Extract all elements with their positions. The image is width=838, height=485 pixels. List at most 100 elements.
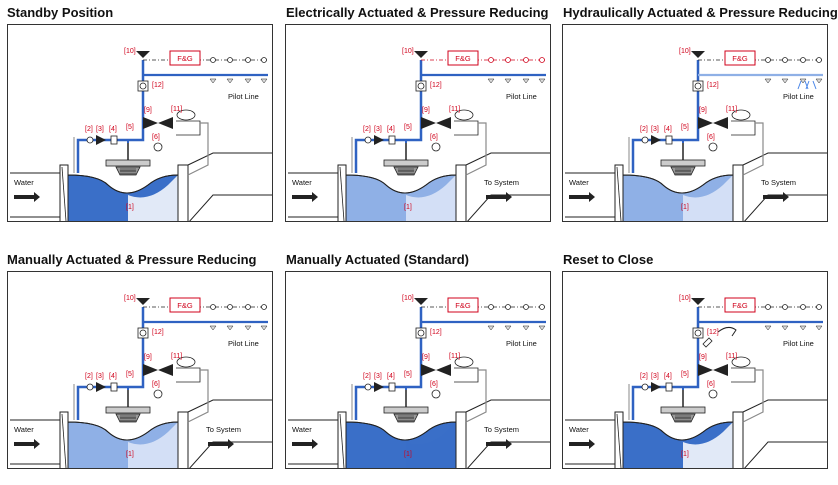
restriction-icon bbox=[665, 135, 673, 145]
drain-line bbox=[465, 369, 487, 423]
solenoid-valve-icon bbox=[691, 51, 705, 58]
water-flow-arrow bbox=[569, 439, 595, 449]
tag-t5: [5] bbox=[126, 371, 134, 378]
tag-t1: [1] bbox=[404, 451, 412, 458]
tag-t3: [3] bbox=[374, 126, 382, 133]
fg-controller-box bbox=[447, 50, 479, 66]
strainer-icon bbox=[364, 383, 372, 391]
detector-icon bbox=[816, 57, 822, 63]
reset-hand-icon bbox=[717, 326, 737, 337]
check-valve-icon bbox=[96, 135, 106, 145]
panel-title-manual-pr: Manually Actuated & Pressure Reducing bbox=[7, 252, 257, 267]
fg-controller-label: F&G bbox=[732, 54, 748, 63]
pressure-pilot-valve bbox=[421, 364, 451, 376]
manual-lever-icon bbox=[702, 337, 713, 348]
sprinkler-icon bbox=[522, 325, 530, 331]
water-label: Water bbox=[292, 178, 312, 187]
water-label: Water bbox=[292, 425, 312, 434]
tag-t4: [4] bbox=[387, 126, 395, 133]
check-valve-icon bbox=[374, 135, 384, 145]
tag-t2: [2] bbox=[85, 126, 93, 133]
spring-housing bbox=[115, 166, 141, 176]
sprinkler-icon bbox=[260, 325, 268, 331]
panel-title-hydraulic: Hydraulically Actuated & Pressure Reduci… bbox=[563, 5, 838, 20]
tag-t11: [11] bbox=[726, 106, 737, 113]
tag-t10: [10] bbox=[124, 48, 136, 55]
fg-controller-box bbox=[169, 297, 201, 313]
diagram-svg: F&G[10][12][9][11][2][3][4][5][6][1]Pilo… bbox=[565, 48, 827, 221]
panel-title-reset: Reset to Close bbox=[563, 252, 654, 267]
check-valve-icon bbox=[651, 135, 661, 145]
outlet-pipe bbox=[465, 399, 550, 468]
pressure-gauge-icon bbox=[431, 389, 441, 399]
sprinkler-icon bbox=[815, 78, 823, 84]
sprinkler-icon bbox=[781, 78, 789, 84]
pressure-pilot-valve bbox=[421, 117, 451, 129]
tag-t1: [1] bbox=[681, 451, 689, 458]
diaphragm bbox=[383, 406, 429, 414]
water-flow-arrow bbox=[14, 192, 40, 202]
valve-outlet-chamber bbox=[406, 175, 456, 221]
outlet-flange bbox=[732, 164, 744, 221]
tag-t6: [6] bbox=[152, 134, 160, 141]
detector-icon bbox=[539, 57, 545, 63]
water-flow-arrow bbox=[292, 192, 318, 202]
detector-icon bbox=[488, 304, 494, 310]
relief-pilot-icon bbox=[731, 356, 751, 368]
outlet-pipe bbox=[187, 399, 272, 468]
tag-t12: [12] bbox=[707, 329, 719, 336]
detector-icon bbox=[210, 304, 216, 310]
tag-t10: [10] bbox=[679, 48, 691, 55]
pressure-gauge-icon bbox=[708, 389, 718, 399]
detector-icon bbox=[782, 304, 788, 310]
pilot-line-label: Pilot Line bbox=[228, 92, 259, 101]
detector-icon bbox=[505, 304, 511, 310]
detector-icon bbox=[227, 304, 233, 310]
tag-t9: [9] bbox=[699, 107, 707, 114]
water-label: Water bbox=[14, 178, 34, 187]
relief-pilot-icon bbox=[731, 109, 751, 121]
sprinkler-icon bbox=[504, 325, 512, 331]
valve-outlet-chamber bbox=[683, 175, 733, 221]
to-system-label: To System bbox=[484, 425, 519, 434]
restriction-icon bbox=[110, 135, 118, 145]
sprinkler-icon bbox=[799, 325, 807, 331]
tag-t1: [1] bbox=[681, 204, 689, 211]
water-flow-arrow bbox=[569, 192, 595, 202]
tag-t4: [4] bbox=[109, 126, 117, 133]
sprinkler-icon bbox=[781, 325, 789, 331]
tag-t10: [10] bbox=[402, 295, 414, 302]
water-label: Water bbox=[14, 425, 34, 434]
outlet-flange bbox=[455, 164, 467, 221]
to-system-label: To System bbox=[484, 178, 519, 187]
tag-t12: [12] bbox=[430, 82, 442, 89]
diaphragm bbox=[660, 406, 706, 414]
tag-t9: [9] bbox=[422, 354, 430, 361]
detector-icon bbox=[488, 57, 494, 63]
to-system-label: To System bbox=[761, 178, 796, 187]
spring-housing bbox=[393, 413, 419, 423]
tag-t5: [5] bbox=[681, 124, 689, 131]
outlet-flange bbox=[177, 164, 189, 221]
tag-t3: [3] bbox=[96, 373, 104, 380]
fg-controller-label: F&G bbox=[177, 54, 193, 63]
control-block-gauge bbox=[694, 82, 702, 90]
outlet-flange bbox=[455, 411, 467, 468]
diagram-reset: F&G[10][12][9][11][2][3][4][5][6][1]Pilo… bbox=[562, 271, 828, 469]
spray-icon bbox=[805, 80, 817, 90]
restriction-icon bbox=[388, 382, 396, 392]
check-valve-icon bbox=[96, 382, 106, 392]
outlet-pipe bbox=[742, 152, 827, 221]
tag-t6: [6] bbox=[707, 381, 715, 388]
panel-title-electric: Electrically Actuated & Pressure Reducin… bbox=[286, 5, 549, 20]
pilot-line-label: Pilot Line bbox=[506, 339, 537, 348]
supply-pipe bbox=[354, 60, 423, 173]
tag-t10: [10] bbox=[679, 295, 691, 302]
tag-t6: [6] bbox=[707, 134, 715, 141]
diagram-electric: F&G[10][12][9][11][2][3][4][5][6][1]Pilo… bbox=[285, 24, 551, 222]
sprinkler-icon bbox=[487, 78, 495, 84]
sprinkler-icon bbox=[260, 78, 268, 84]
diaphragm bbox=[383, 159, 429, 167]
tag-t1: [1] bbox=[404, 204, 412, 211]
fg-controller-label: F&G bbox=[455, 54, 471, 63]
